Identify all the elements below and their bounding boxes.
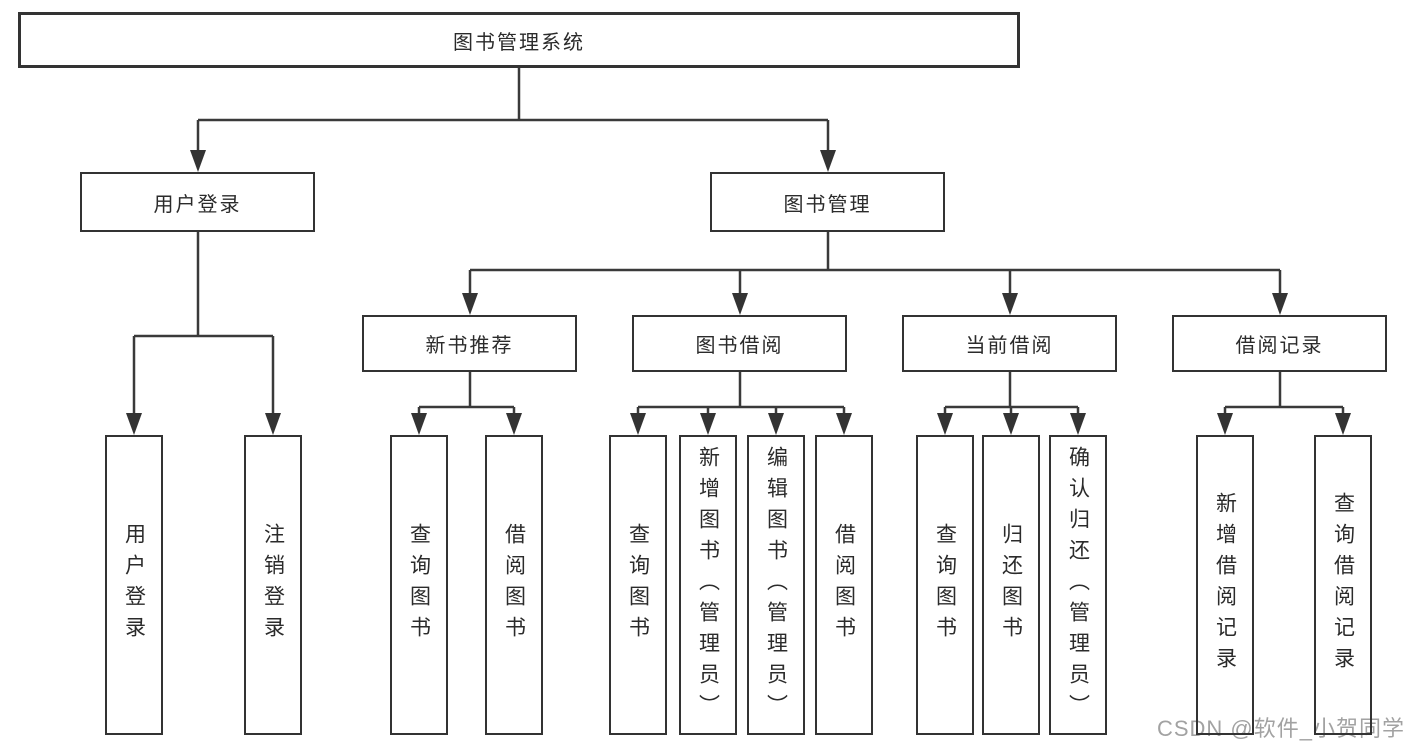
- leaf-borrow-books-recommend-label: 借阅图书: [502, 523, 526, 647]
- arrowhead: [1002, 293, 1018, 315]
- leaf-borrow-books-recommend: 借阅图书: [485, 435, 543, 735]
- arrowhead: [1070, 413, 1086, 435]
- leaf-user-login-label: 用户登录: [122, 523, 146, 647]
- arrowhead: [506, 413, 522, 435]
- node-book-management-label: 图书管理: [783, 193, 872, 216]
- leaf-add-borrow-record-label: 新增借阅记录: [1213, 492, 1237, 678]
- leaf-query-books-current: 查询图书: [916, 435, 974, 735]
- arrowhead: [836, 413, 852, 435]
- node-borrow-records-label: 借阅记录: [1235, 335, 1324, 357]
- connector-newbook-to-leaves: [417, 372, 516, 417]
- arrowhead: [1217, 413, 1233, 435]
- arrowhead: [1335, 413, 1351, 435]
- arrowhead: [1272, 293, 1288, 315]
- arrowhead: [1003, 413, 1019, 435]
- leaf-logout-label: 注销登录: [261, 523, 285, 647]
- node-borrow-records: 借阅记录: [1172, 315, 1387, 372]
- leaf-user-login: 用户登录: [105, 435, 163, 735]
- leaf-query-books-borrow-label: 查询图书: [626, 523, 650, 647]
- node-user-login: 用户登录: [80, 172, 315, 232]
- leaf-return-books: 归还图书: [982, 435, 1040, 735]
- node-root-system: 图书管理系统: [18, 12, 1020, 68]
- arrowhead: [190, 150, 206, 172]
- leaf-confirm-return-admin-label: 确认归还（管理员）: [1066, 445, 1090, 725]
- arrowhead: [126, 413, 142, 435]
- leaf-edit-book-admin: 编辑图书（管理员）: [747, 435, 805, 735]
- node-current-borrow: 当前借阅: [902, 315, 1117, 372]
- leaf-add-book-admin: 新增图书（管理员）: [679, 435, 737, 735]
- connector-currentborrow-to-leaves: [943, 372, 1080, 417]
- node-new-book-recommend: 新书推荐: [362, 315, 577, 372]
- connector-records-to-leaves: [1223, 372, 1345, 417]
- leaf-edit-book-admin-label: 编辑图书（管理员）: [764, 445, 788, 725]
- leaf-confirm-return-admin: 确认归还（管理员）: [1049, 435, 1107, 735]
- csdn-watermark: CSDN @软件_小贺同学: [1156, 716, 1405, 741]
- connector-root-to-level2: [196, 68, 830, 156]
- arrowhead: [937, 413, 953, 435]
- connector-bookmgmt-to-level3: [468, 232, 1282, 297]
- node-new-book-recommend-label: 新书推荐: [425, 335, 514, 357]
- node-book-borrow-label: 图书借阅: [695, 335, 784, 357]
- leaf-query-books-recommend-label: 查询图书: [407, 523, 431, 647]
- node-user-login-label: 用户登录: [153, 193, 242, 216]
- connector-bookborrow-to-leaves: [636, 372, 846, 417]
- node-root-label: 图书管理系统: [453, 31, 585, 54]
- leaf-add-borrow-record: 新增借阅记录: [1196, 435, 1254, 735]
- leaf-query-books-current-label: 查询图书: [933, 523, 957, 647]
- node-current-borrow-label: 当前借阅: [965, 335, 1054, 357]
- leaf-return-books-label: 归还图书: [999, 523, 1023, 647]
- leaf-query-borrow-record: 查询借阅记录: [1314, 435, 1372, 735]
- node-book-management: 图书管理: [710, 172, 945, 232]
- leaf-borrow-books: 借阅图书: [815, 435, 873, 735]
- arrowhead: [630, 413, 646, 435]
- connector-userlogin-to-leaves: [132, 232, 275, 417]
- arrowhead: [265, 413, 281, 435]
- arrowhead: [411, 413, 427, 435]
- arrowhead: [732, 293, 748, 315]
- leaf-query-borrow-record-label: 查询借阅记录: [1331, 492, 1355, 678]
- leaf-logout: 注销登录: [244, 435, 302, 735]
- arrowhead: [768, 413, 784, 435]
- leaf-add-book-admin-label: 新增图书（管理员）: [696, 445, 720, 725]
- arrowhead: [462, 293, 478, 315]
- leaf-query-books-borrow: 查询图书: [609, 435, 667, 735]
- arrowhead: [700, 413, 716, 435]
- leaf-borrow-books-label: 借阅图书: [832, 523, 856, 647]
- node-book-borrow: 图书借阅: [632, 315, 847, 372]
- leaf-query-books-recommend: 查询图书: [390, 435, 448, 735]
- arrowhead: [820, 150, 836, 172]
